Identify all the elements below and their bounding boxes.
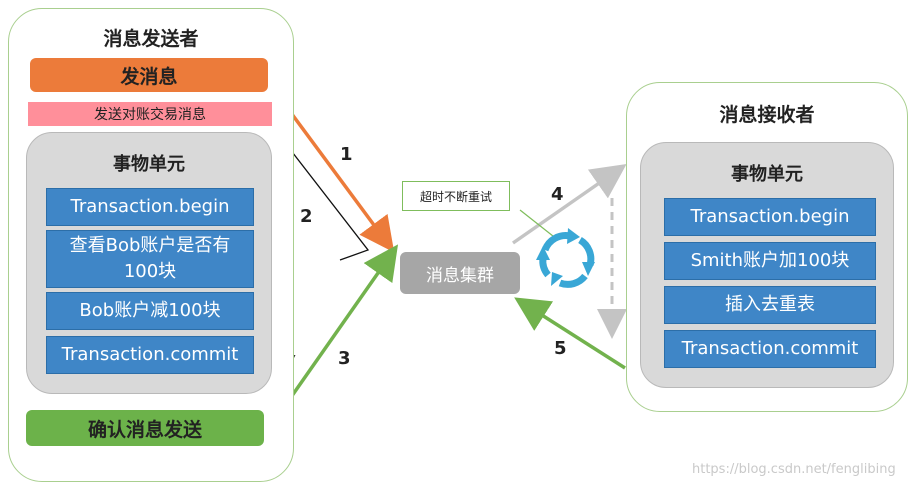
- step-number-2: 2: [300, 206, 313, 227]
- arrow-5: [514, 297, 626, 370]
- sender-step-deduct: Bob账户减100块: [46, 292, 254, 330]
- receiver-step-insert-dedup: 插入去重表: [664, 286, 876, 324]
- arrow-1: [278, 96, 395, 253]
- arrow-4: [512, 164, 627, 245]
- retry-connector: [519, 209, 559, 241]
- receiver-unit-title: 事物单元: [731, 164, 803, 185]
- receiver-step-add-balance: Smith账户加100块: [664, 242, 876, 280]
- receiver-title: 消息接收者: [719, 104, 815, 126]
- message-cluster: 消息集群: [400, 252, 520, 294]
- receiver-step-commit: Transaction.commit: [664, 330, 876, 368]
- step-number-4: 4: [551, 184, 564, 205]
- send-message-button[interactable]: 发消息: [30, 58, 268, 92]
- step-number-1: 1: [340, 144, 353, 165]
- sender-step-check-balance: 查看Bob账户是否有100块: [46, 230, 254, 288]
- retry-label: 超时不断重试: [402, 181, 510, 211]
- sender-step-commit: Transaction.commit: [46, 336, 254, 374]
- cycle-arrows-icon: [539, 232, 595, 288]
- confirm-send-button[interactable]: 确认消息发送: [26, 410, 264, 446]
- watermark: https://blog.csdn.net/fenglibing: [692, 462, 896, 477]
- sender-title: 消息发送者: [103, 28, 199, 50]
- sender-step-begin: Transaction.begin: [46, 188, 254, 226]
- step-number-3: 3: [338, 348, 351, 369]
- receiver-step-begin: Transaction.begin: [664, 198, 876, 236]
- step-number-5: 5: [554, 338, 567, 359]
- reconcile-message-label: 发送对账交易消息: [28, 102, 272, 126]
- cycle-arrowheads: [536, 228, 595, 286]
- sender-unit-title: 事物单元: [113, 154, 185, 175]
